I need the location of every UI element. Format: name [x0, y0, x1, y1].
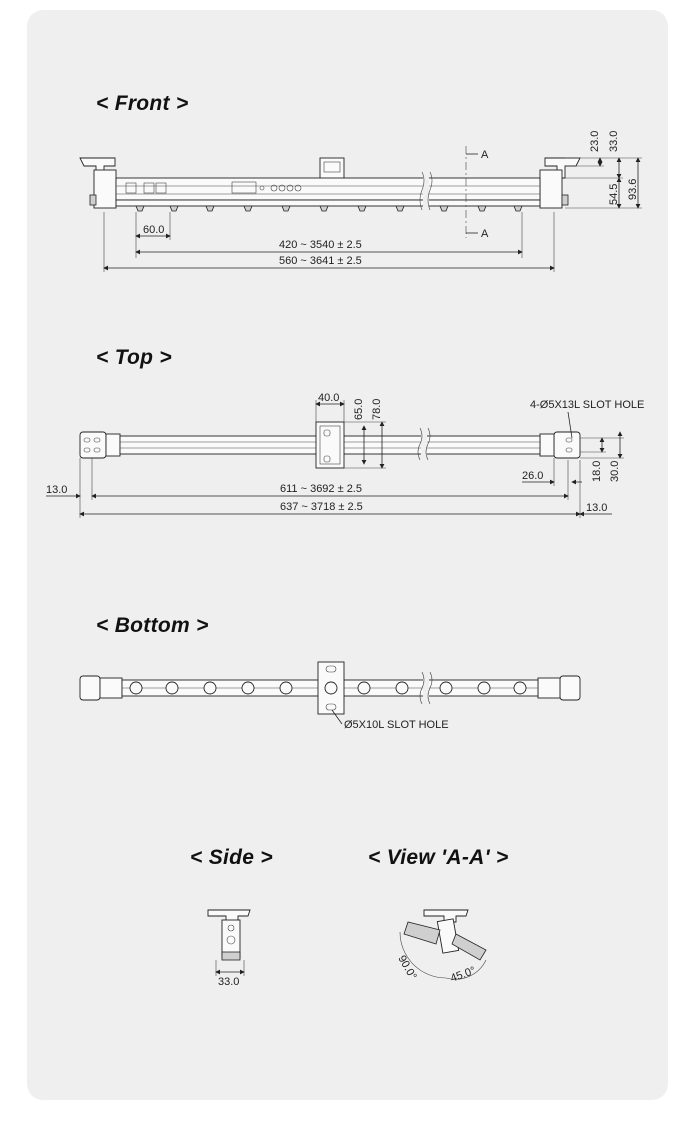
aa-right-nozzle	[451, 933, 487, 961]
bottom-left-endcap	[79, 675, 101, 701]
top-view-title: < Top >	[96, 346, 172, 369]
front-lower-rail	[115, 199, 541, 207]
side-base	[221, 951, 241, 961]
top-view: 40.0 65.0 78.0 4-Ø5X13L SLOT HOLE 18.0 3…	[46, 392, 644, 518]
front-dim-93-6: 93.6	[627, 179, 639, 200]
aa-bracket	[423, 909, 469, 923]
bottom-right-block	[537, 677, 561, 699]
front-dim-54-5: 54.5	[608, 184, 620, 205]
top-dim-inner-length: 611 ~ 3692 ± 2.5	[280, 483, 362, 495]
bottom-center-bracket	[317, 661, 345, 715]
front-right-endcap	[539, 169, 563, 209]
front-left-connector	[89, 194, 97, 206]
side-view-title: < Side >	[190, 846, 273, 869]
section-marker-top: A	[481, 149, 489, 161]
aa-arc-45	[445, 959, 487, 980]
front-right-connector	[561, 194, 569, 206]
top-dim-right-offset: 13.0	[586, 502, 607, 514]
front-left-endcap	[93, 169, 117, 209]
view-aa-title: < View 'A-A' >	[368, 846, 509, 869]
aa-arc-90	[399, 931, 447, 979]
front-dim-33: 33.0	[608, 131, 620, 152]
top-dim-left-offset: 13.0	[46, 484, 67, 496]
front-view-title: < Front >	[96, 92, 189, 115]
top-dim-18: 18.0	[591, 461, 603, 482]
bottom-right-endcap	[559, 675, 581, 701]
top-slot-callout: 4-Ø5X13L SLOT HOLE	[530, 399, 644, 411]
front-main-bar	[115, 177, 541, 201]
top-dim-78: 78.0	[371, 399, 383, 420]
top-left-endcap	[79, 431, 107, 459]
top-right-block	[539, 433, 555, 457]
view-aa: 90.0° 45.0°	[395, 909, 487, 985]
front-view: A A 23.0 33.0 54.5 93.6 60.0 420 ~ 3540 …	[79, 131, 642, 272]
front-emitters	[135, 205, 523, 212]
aa-left-nozzle	[403, 921, 441, 945]
top-dim-end-offset: 26.0	[522, 470, 543, 482]
aa-angle-45: 45.0°	[449, 965, 477, 985]
top-right-endcap	[553, 431, 581, 459]
top-dim-bracket-width: 40.0	[318, 392, 339, 404]
bottom-emitters	[129, 681, 527, 695]
front-dim-outer-length: 560 ~ 3641 ± 2.5	[279, 255, 362, 267]
bottom-left-block	[99, 677, 123, 699]
bottom-slot-callout: Ø5X10L SLOT HOLE	[344, 719, 449, 731]
front-dim-pitch: 60.0	[143, 224, 164, 236]
side-view: 33.0	[207, 909, 251, 988]
top-dim-outer-length: 637 ~ 3718 ± 2.5	[280, 501, 363, 513]
front-center-clip	[319, 157, 345, 181]
front-dim-inner-length: 420 ~ 3540 ± 2.5	[279, 239, 362, 251]
top-left-block	[105, 433, 121, 457]
bottom-view-title: < Bottom >	[96, 614, 209, 637]
aa-angle-90: 90.0°	[395, 954, 418, 982]
side-dim-width: 33.0	[218, 976, 239, 988]
section-marker-bottom: A	[481, 228, 489, 240]
bottom-view: Ø5X10L SLOT HOLE	[79, 661, 581, 731]
top-dim-30: 30.0	[609, 461, 621, 482]
front-clip-window	[323, 161, 341, 173]
front-dim-23: 23.0	[589, 131, 601, 152]
top-dim-65: 65.0	[353, 399, 365, 420]
